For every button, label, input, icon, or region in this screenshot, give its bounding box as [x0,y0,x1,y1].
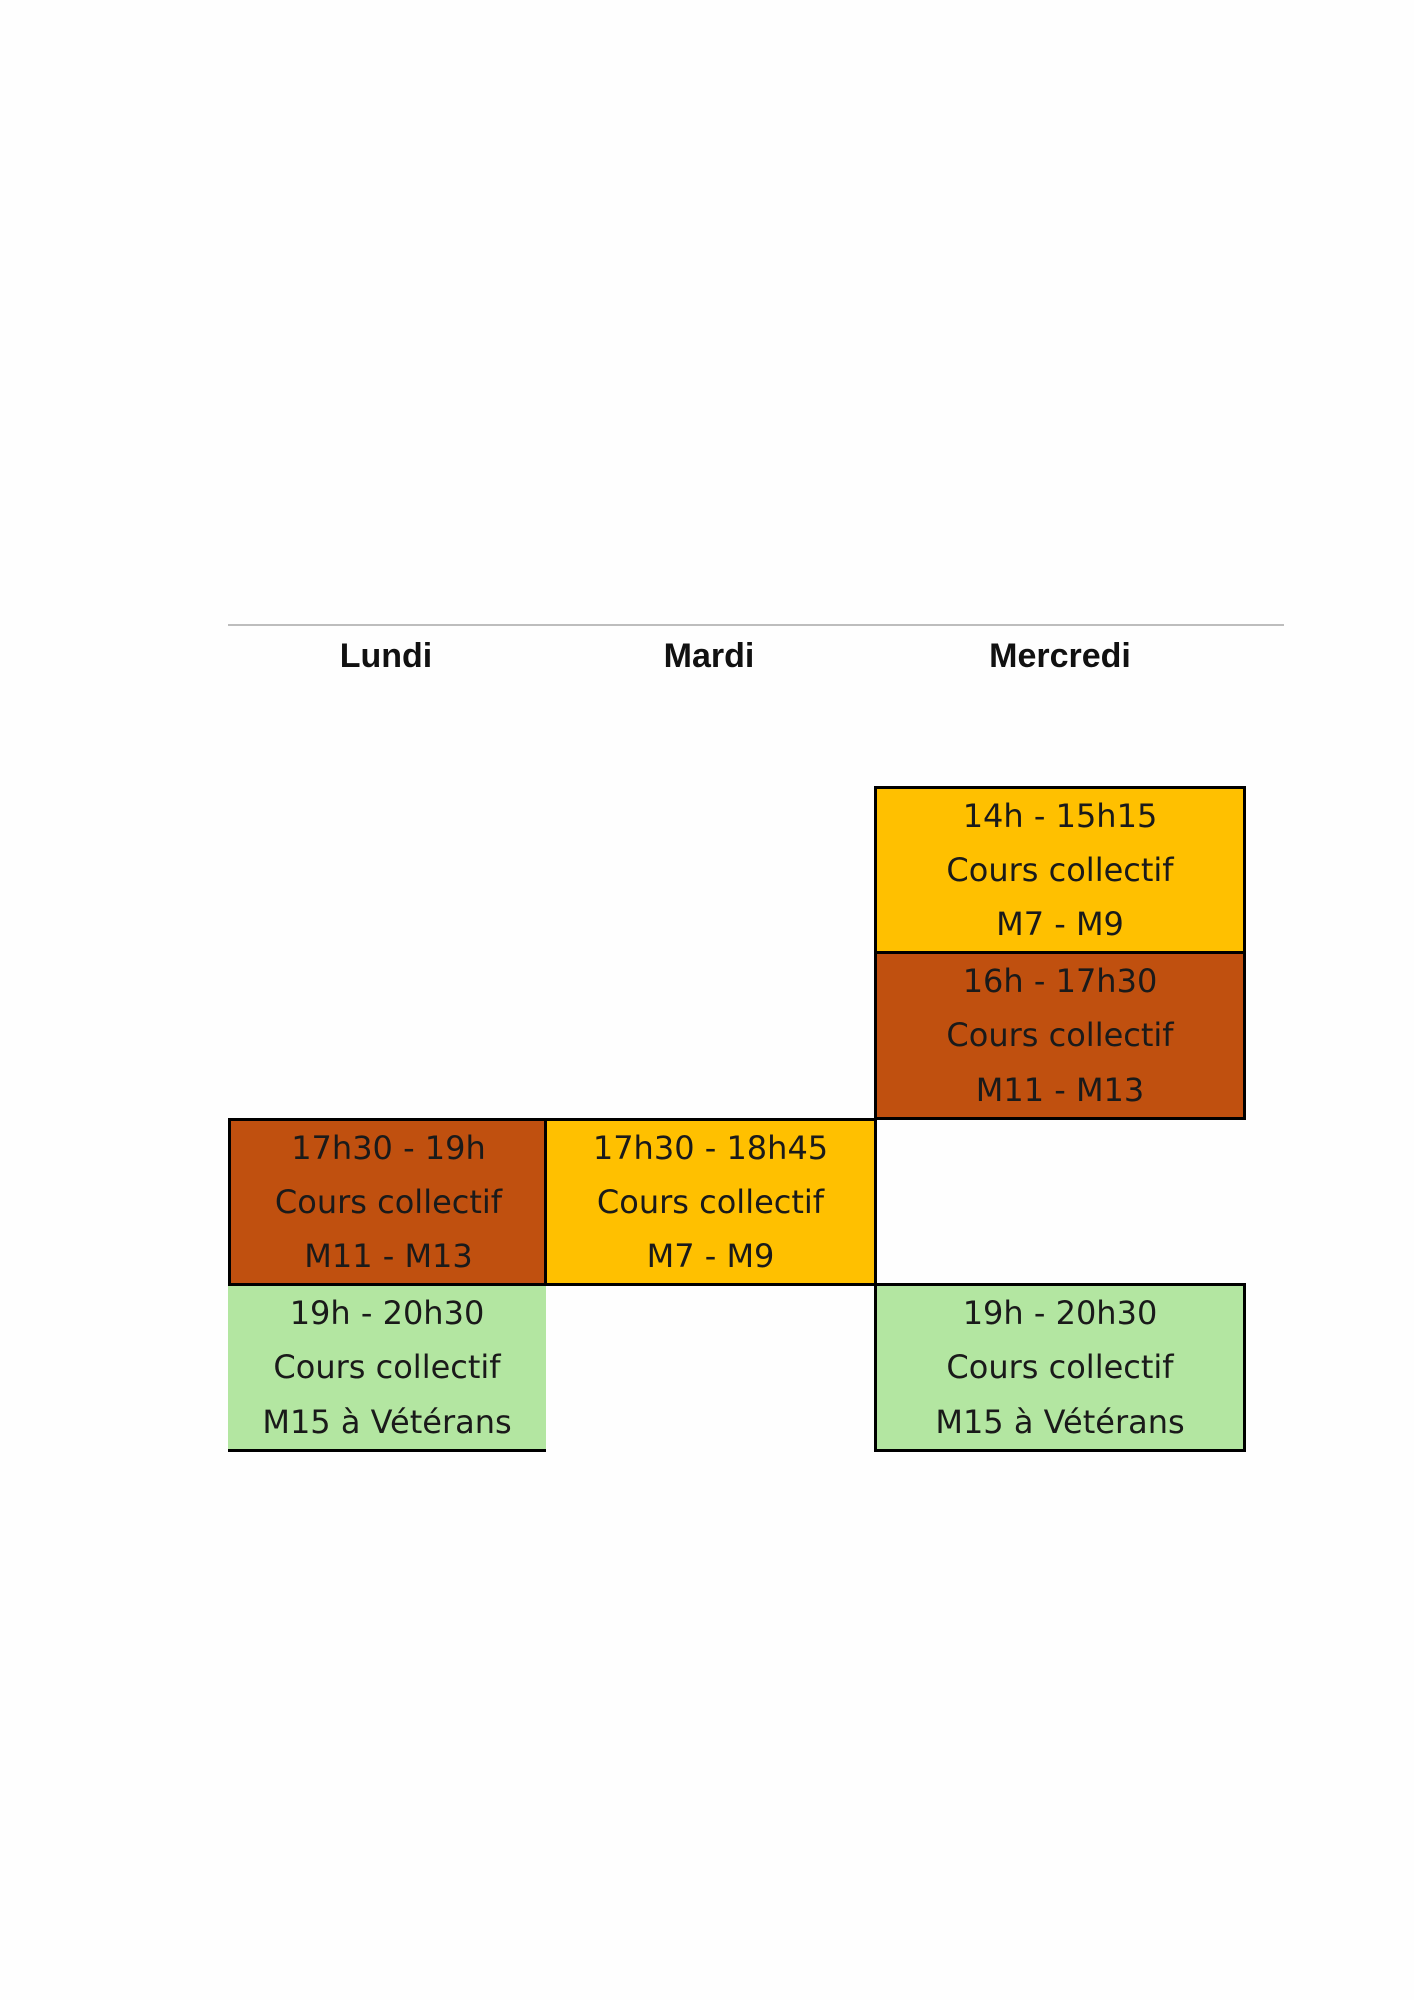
slot-title: Cours collectif [946,1348,1174,1387]
slot-time: 17h30 - 19h [291,1129,486,1167]
slot-time: 19h - 20h30 [962,1294,1158,1333]
slot-title: Cours collectif [946,1016,1174,1055]
slot-title: Cours collectif [273,1348,501,1387]
day-header-lundi: Lundi [339,637,433,675]
slot-time: 16h - 17h30 [962,962,1158,1001]
slot-title: Cours collectif [274,1183,503,1221]
slot-group: M15 à Vétérans [935,1402,1185,1441]
slot-time: 17h30 - 18h45 [592,1129,829,1167]
slot-time: 14h - 15h15 [962,797,1158,835]
slot-mardi-17h30: 17h30 - 18h45 Cours collectif M7 - M9 [544,1118,877,1286]
slot-time: 19h - 20h30 [289,1294,485,1333]
slot-title: Cours collectif [946,851,1174,889]
day-header-mardi: Mardi [663,637,755,675]
slot-group: M7 - M9 [996,905,1124,943]
day-header-mercredi: Mercredi [989,637,1131,675]
slot-lundi-19h: 19h - 20h30 Cours collectif M15 à Vétéra… [228,1286,546,1452]
slot-group: M7 - M9 [646,1237,775,1275]
slot-lundi-17h30: 17h30 - 19h Cours collectif M11 - M13 [228,1118,546,1286]
slot-mercredi-19h: 19h - 20h30 Cours collectif M15 à Vétéra… [874,1283,1246,1452]
slot-title: Cours collectif [596,1183,825,1221]
slot-group: M11 - M13 [975,1070,1145,1109]
slot-group: M15 à Vétérans [262,1402,512,1441]
slot-group: M11 - M13 [304,1237,473,1275]
slot-mercredi-14h: 14h - 15h15 Cours collectif M7 - M9 [874,786,1246,954]
slot-mercredi-16h: 16h - 17h30 Cours collectif M11 - M13 [874,954,1246,1120]
header-top-rule [228,624,1284,626]
